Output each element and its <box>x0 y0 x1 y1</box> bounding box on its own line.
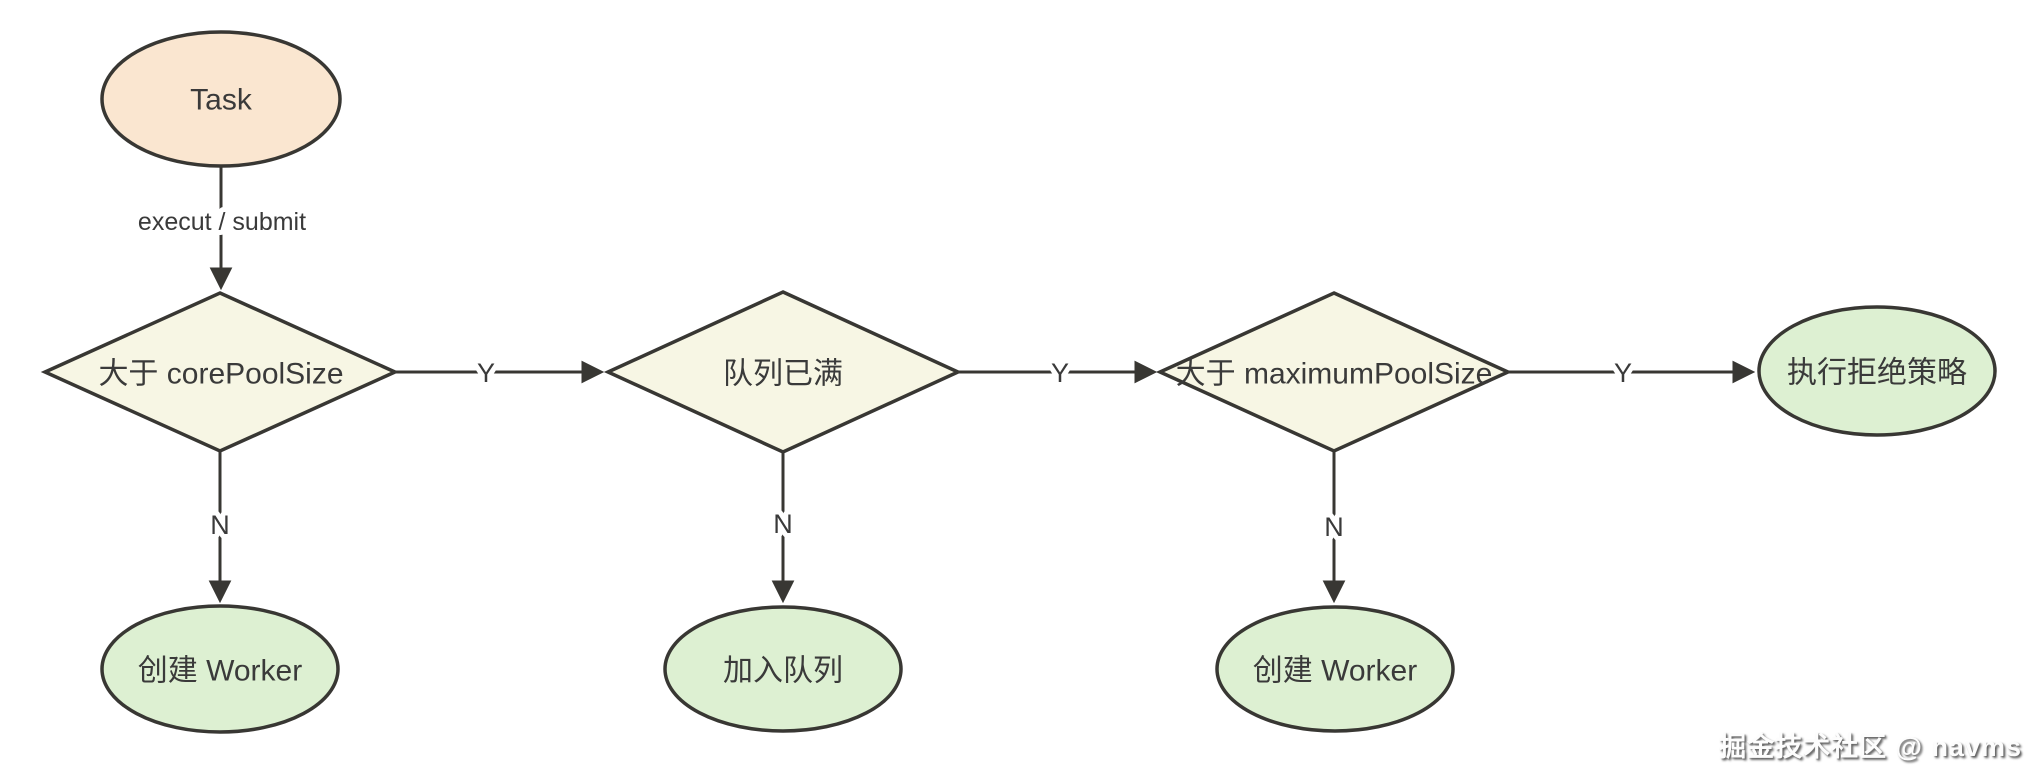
node-create-worker-left <box>100 604 340 734</box>
edge-label-queue-no: N <box>773 509 793 539</box>
edge-label-core-no: N <box>210 510 230 540</box>
node-create-worker-right <box>1215 605 1455 733</box>
reject-policy-label: 执行拒绝策略 <box>1787 357 1967 390</box>
node-join-queue <box>663 605 903 733</box>
edge-label-submit: execut / submit <box>138 208 306 236</box>
flow-edges <box>208 166 1756 604</box>
watermark-juejin-community: 掘金技术社区 @ navms <box>1719 732 2022 762</box>
edge-label-queue-yes: Y <box>1051 358 1069 388</box>
create-worker-left-label: 创建 Worker <box>138 655 302 688</box>
node-decision-corepoolsize <box>40 291 400 453</box>
node-labels: Task 大于 corePoolSize 队列已满 大于 maximumPool… <box>98 84 1967 688</box>
create-worker-right-label: 创建 Worker <box>1253 655 1417 688</box>
decision-corepoolsize-label: 大于 corePoolSize <box>98 358 343 391</box>
join-queue-label: 加入队列 <box>723 655 843 688</box>
node-task <box>100 30 342 168</box>
node-decision-queuefull <box>603 290 963 454</box>
flow-nodes <box>40 30 1997 734</box>
decision-maxpoolsize-label: 大于 maximumPoolSize <box>1176 358 1493 391</box>
task-label: Task <box>190 84 253 117</box>
edge-label-max-no: N <box>1324 512 1344 542</box>
node-reject-policy <box>1757 305 1997 437</box>
edge-label-core-yes: Y <box>477 358 495 388</box>
decision-queuefull-label: 队列已满 <box>723 358 843 391</box>
node-decision-maxpoolsize <box>1155 291 1513 453</box>
edge-label-max-yes: Y <box>1614 358 1632 388</box>
